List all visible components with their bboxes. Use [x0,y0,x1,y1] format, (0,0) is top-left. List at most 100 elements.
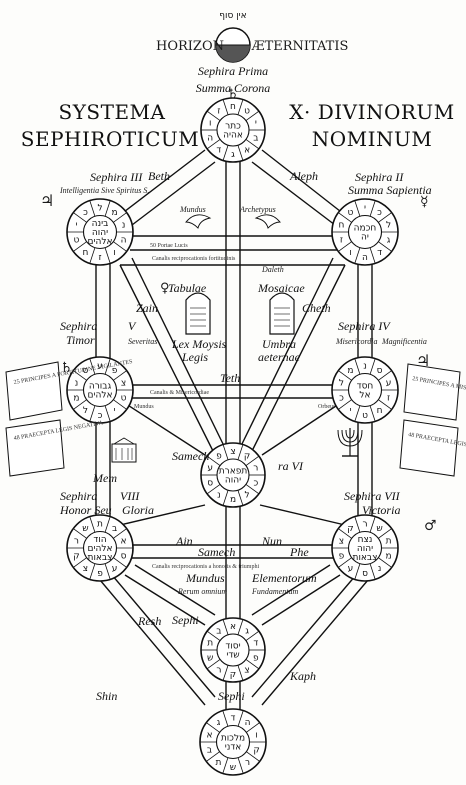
sephira-kether: באגדהוזחטיכתראהיה [201,98,265,162]
jupiter-symbol: ♃ [40,191,54,210]
path-label-phe: Phe [289,545,309,559]
sephira-ring-letter: ס [377,366,383,376]
sephira-ring-letter: ב [112,524,117,534]
sephira-ring-letter: נ [75,378,79,388]
sephira-ring-letter: כ [339,394,344,404]
sephira-ring-letter: ט [362,411,368,421]
sephira-ring-letter: צ [339,536,344,546]
sephira-center-text: אהיה [223,131,243,141]
sephira-ring-letter: ל [386,220,391,230]
cherub-wing-icon [186,215,210,228]
sephira-ring-letter: ת [97,519,103,529]
sephira-ring-letter: צ [83,564,88,574]
sephira-6-label: ra VI [278,459,304,473]
nominum-title: NOMINUM [312,127,433,151]
sephira-center-text: אדני [225,743,242,753]
sephira-ring-letter: מ [385,552,391,562]
sephira-ring-letter: ב [216,627,221,637]
sephira-ring-letter: ר [245,758,250,768]
sephira-ring-letter: י [349,406,351,416]
mercury-symbol: ☿ [420,194,429,210]
sephira-ring-letter: צ [121,378,126,388]
mars-symbol: ♂ [424,518,437,534]
sephira-ring-letter: ט [348,208,354,218]
sephira-ring-letter: נ [217,490,221,500]
sephira-ring-letter: ז [217,107,220,117]
path-label-nun: Nun [261,534,282,548]
elementorum-label: Elementorum [251,571,317,585]
sephira-ring-letter: ש [82,524,88,534]
sephira-ring-letter: ו [113,248,115,258]
sephira-ring-letter: ר [253,464,258,474]
sephira-center-text: יה [361,233,369,243]
sephira-ring-letter: י [364,203,366,213]
saturn-symbol: ♄ [60,360,73,376]
sephira-ring-letter: מ [111,208,117,218]
sephira-ring-letter: פ [216,452,222,462]
rerum-omnium-label: Rerum omnium [177,587,227,596]
path-label-samech: Samech [198,545,235,559]
sephira-hod: סעפצקרשתבאהודאלהיםצבאות [67,515,133,581]
portae-lucis-label: 50 Portae Lucis [150,243,188,249]
sephira-center-text: אלהים [88,237,113,247]
systema-title: SYSTEMA [59,100,166,124]
sephira-ring-letter: ע [348,564,354,574]
sephira-ring-letter: ש [376,524,382,534]
path-label-mem: Mem [92,471,117,485]
sephira-ring-letter: ח [230,102,236,112]
sephira-8-label: Sephira [60,489,97,503]
sephira-ring-letter: ל [83,406,88,416]
daleth-label: Daleth [261,265,284,274]
sephira-ring-letter: ש [207,653,213,663]
scroll-icon: 25 PRINCIPES A MISERICORDIA VIGILANTES [404,364,466,420]
sephira-center-text: אל [359,391,370,401]
sephira-ring-letter: כ [253,478,258,488]
sephira-ring-letter: ת [207,639,213,649]
path-label-resh: Resh [137,614,161,628]
sephira-ring-letter: ג [231,150,235,160]
canalis-misericordiae-label: Canalis & Misericordiae [150,390,209,396]
sephira-ring-letter: ק [244,452,250,462]
sephiroticum-title: SEPHIROTICUM [21,127,199,151]
sephira-8-sub: Honor Seu [59,503,112,517]
sephira-ring-letter: ק [230,670,236,680]
sephira-4-sub: Magnificentia [381,337,427,346]
sephira-ring-letter: ט [121,394,127,404]
sephira-ring-letter: ג [387,236,391,246]
sephira-ring-letter: מ [73,394,79,404]
sephira-ring-letter: ט [74,236,80,246]
sephira-center-text: שדי [226,651,239,661]
sephira-ring-letter: ו [349,248,351,258]
sephira-5-label: Sephira [60,319,97,333]
sephira-ring-letter: א [206,730,212,740]
victoria-label: Victoria [362,503,400,517]
sephira-ring-letter: ס [362,569,368,579]
cherub-wing-icon [256,215,280,228]
sephira-ring-letter: מ [230,495,236,505]
orbeus-label: Orbeus [318,404,336,410]
sephira-ring-letter: ו [255,730,257,740]
sephira-ring-letter: ח [339,220,345,230]
altar-icon [112,438,136,462]
sephira-ring-letter: נ [363,361,367,371]
saturn-symbol-top: ♄ [227,87,239,102]
sephira-ring-letter: ז [387,394,390,404]
sephiroth-circles: באגדהוזחטיכתראהיהגדהוזחטיכלחכמהיההוזחטיכ… [67,98,398,775]
sephira-ring-letter: י [75,220,77,230]
sephira-ring-letter: צ [230,447,235,457]
sephira-ring-letter: ל [339,378,344,388]
mundus-label: Mundus [179,205,206,214]
sephira-ring-letter: כ [377,208,382,218]
sephira-ring-letter: צ [244,665,249,675]
sephira-ring-letter: ס [121,552,127,562]
sephira-ring-letter: א [121,536,127,546]
venus-symbol: ♀ [160,281,170,296]
sephira-ring-letter: ל [97,203,102,213]
sephira-ring-letter: ל [245,490,250,500]
sephira-ring-letter: א [230,622,236,632]
path-label-samech-upper: Samech [172,449,209,463]
sephira-ring-letter: ה [207,133,213,143]
sephira-ring-letter: ז [340,236,343,246]
